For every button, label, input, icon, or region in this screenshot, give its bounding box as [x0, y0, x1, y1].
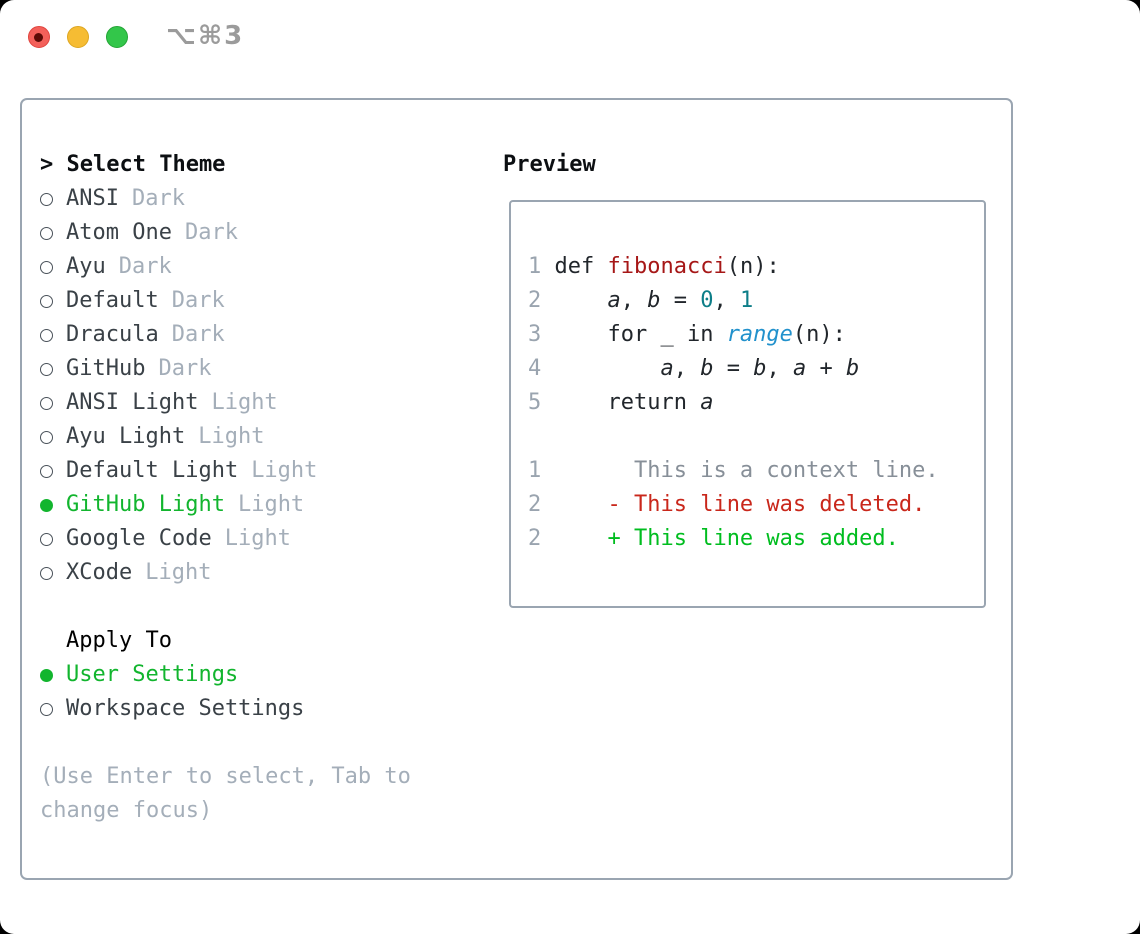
theme-option[interactable]: Ayu Light Light [40, 420, 470, 454]
radio-icon [40, 396, 53, 410]
traffic-lights [28, 26, 128, 48]
option-label: Dracula [66, 322, 159, 347]
preview-box: 1 def fibonacci(n): 2 a, b = 0, 1 3 for _ … [509, 200, 986, 608]
code-preview: 1 def fibonacci(n): 2 a, b = 0, 1 3 for _ … [511, 202, 984, 556]
radio-icon [40, 430, 53, 444]
option-label: ANSI Light [66, 390, 199, 415]
theme-option[interactable]: Atom One Dark [40, 216, 470, 250]
option-label: ANSI [66, 186, 119, 211]
radio-icon [40, 532, 53, 546]
radio-icon [40, 294, 53, 308]
code-line: 2 + This line was added. [528, 526, 899, 551]
variant-tag: Dark [171, 322, 225, 347]
option-label: Workspace Settings [66, 696, 305, 721]
select-theme-header: > Select Theme [40, 152, 226, 177]
variant-tag: Dark [158, 356, 212, 381]
apply-to-header: Apply To [66, 628, 172, 653]
theme-option[interactable]: ANSI Dark [40, 182, 470, 216]
option-label: Ayu [66, 254, 106, 279]
code-line: 1 def fibonacci(n): [528, 254, 780, 279]
option-label: User Settings [66, 662, 239, 687]
code-line: 3 for _ in range(n): [528, 322, 846, 347]
variant-tag: Dark [118, 254, 172, 279]
minimize-button[interactable] [67, 26, 89, 48]
option-label: Ayu Light [66, 424, 186, 449]
code-line: 1 This is a context line. [528, 458, 939, 483]
zoom-button[interactable] [106, 26, 128, 48]
option-label: XCode [66, 560, 133, 585]
apply-option[interactable]: User Settings [40, 658, 470, 692]
radio-icon [40, 260, 53, 274]
code-line: 2 a, b = 0, 1 [528, 288, 754, 313]
window-title: ⌥⌘3 [166, 21, 245, 51]
option-label: Google Code [66, 526, 212, 551]
option-label: GitHub [66, 356, 146, 381]
variant-tag: Dark [131, 186, 185, 211]
variant-tag: Dark [184, 220, 238, 245]
apply-option[interactable]: Workspace Settings [40, 692, 470, 726]
theme-option[interactable]: Ayu Dark [40, 250, 470, 284]
variant-tag: Light [224, 526, 291, 551]
theme-option[interactable]: Default Light Light [40, 454, 470, 488]
preview-header: Preview [503, 152, 596, 177]
variant-tag: Light [211, 390, 278, 415]
code-line: 2 - This line was deleted. [528, 492, 926, 517]
titlebar: ⌥⌘3 [0, 0, 1140, 74]
theme-option[interactable]: XCode Light [40, 556, 470, 590]
code-line: 5 return a [528, 390, 714, 415]
radio-icon [40, 226, 53, 240]
radio-selected-icon [40, 498, 53, 512]
radio-icon [40, 192, 53, 206]
variant-tag: Light [145, 560, 212, 585]
variant-tag: Dark [171, 288, 225, 313]
theme-option[interactable]: GitHub Dark [40, 352, 470, 386]
radio-icon [40, 362, 53, 376]
option-label: Atom One [66, 220, 172, 245]
radio-icon [40, 702, 53, 716]
option-label: Default Light [66, 458, 239, 483]
variant-tag: Light [198, 424, 265, 449]
variant-tag: Light [251, 458, 318, 483]
theme-option[interactable]: Default Dark [40, 284, 470, 318]
radio-icon [40, 566, 53, 580]
code-line [528, 420, 984, 454]
theme-option[interactable]: ANSI Light Light [40, 386, 470, 420]
option-label: Default [66, 288, 159, 313]
theme-option[interactable]: GitHub Light Light [40, 488, 470, 522]
radio-icon [40, 328, 53, 342]
help-text: (Use Enter to select, Tab to change focu… [40, 764, 411, 823]
theme-option[interactable]: Dracula Dark [40, 318, 470, 352]
close-button[interactable] [28, 26, 50, 48]
variant-tag: Light [237, 492, 305, 517]
theme-option[interactable]: Google Code Light [40, 522, 470, 556]
radio-selected-icon [40, 668, 53, 682]
code-line: 4 a, b = b, a + b [528, 356, 860, 381]
radio-icon [40, 464, 53, 478]
option-label: GitHub Light [66, 492, 225, 517]
